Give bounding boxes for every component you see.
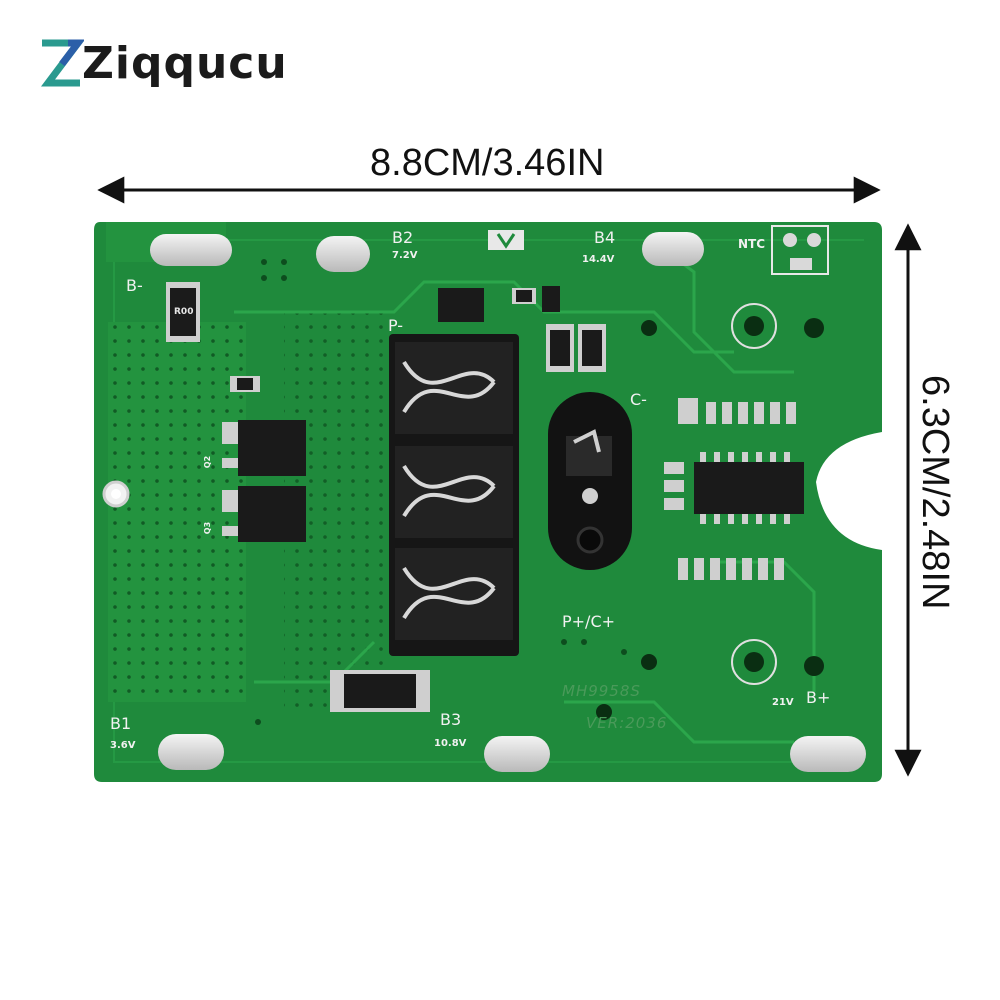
brand-name: Ziqqucu bbox=[82, 38, 288, 89]
brand-logo: Ziqqucu bbox=[38, 34, 288, 94]
brand-z-icon bbox=[41, 39, 84, 87]
label-b4-voltage: 14.4V bbox=[582, 254, 615, 265]
label-p-minus: P- bbox=[388, 316, 404, 335]
height-dimension-label: 6.3CM/2.48IN bbox=[914, 375, 956, 610]
label-model: MH9958S bbox=[562, 682, 641, 700]
label-b2: B2 bbox=[392, 228, 414, 247]
label-21v: 21V bbox=[772, 697, 794, 708]
label-b3-voltage: 10.8V bbox=[434, 738, 467, 749]
width-dimension-label: 8.8CM/3.46IN bbox=[370, 142, 605, 184]
label-p-plus-c-plus: P+/C+ bbox=[562, 612, 616, 631]
label-q3: Q3 bbox=[203, 521, 213, 535]
pcb-board: B- B2 7.2V B4 14.4V NTC P- C- P+/C+ B+ 2… bbox=[94, 222, 882, 782]
label-shunt: R00 bbox=[174, 307, 194, 317]
label-q2: Q2 bbox=[203, 455, 213, 469]
label-b-plus: B+ bbox=[806, 688, 831, 707]
label-b-minus: B- bbox=[126, 276, 143, 295]
label-b1-voltage: 3.6V bbox=[110, 740, 136, 751]
label-b3: B3 bbox=[440, 710, 462, 729]
label-c-minus: C- bbox=[630, 390, 647, 409]
label-version: VER:2036 bbox=[586, 714, 668, 732]
label-b4: B4 bbox=[594, 228, 616, 247]
label-ntc: NTC bbox=[738, 237, 766, 251]
label-b2-voltage: 7.2V bbox=[392, 250, 418, 261]
pcb-drawing bbox=[94, 222, 882, 782]
label-b1: B1 bbox=[110, 714, 132, 733]
